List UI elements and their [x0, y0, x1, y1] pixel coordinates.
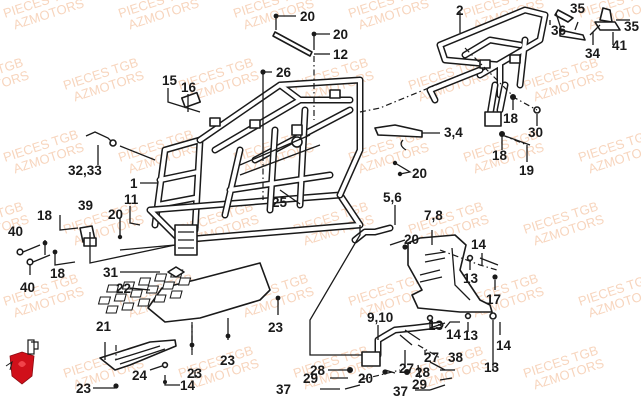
- callout-26: 26: [276, 65, 292, 80]
- callout-16: 16: [181, 80, 197, 95]
- nut-icon: [52, 249, 58, 255]
- wire-32-33: [85, 131, 114, 144]
- skid-plate-22: [97, 262, 271, 323]
- callout-36: 36: [551, 23, 567, 38]
- callout-14: 14: [180, 378, 196, 393]
- logo-shield-icon: [9, 351, 35, 385]
- nut-icon: [402, 244, 408, 250]
- callout-23: 23: [220, 353, 236, 368]
- callout-1: 1: [130, 176, 138, 191]
- guide-lines: [115, 47, 538, 381]
- callout-21: 21: [96, 319, 112, 334]
- pedal-9-10: [361, 321, 444, 367]
- callout-14: 14: [471, 237, 487, 252]
- callout-30: 30: [528, 125, 543, 140]
- nut-icon: [347, 367, 353, 373]
- callout-14: 14: [446, 327, 462, 342]
- bolt-icon: [163, 380, 167, 384]
- nut-icon: [225, 333, 231, 339]
- subframe-mount: [484, 111, 502, 127]
- callout-11: 11: [124, 192, 139, 207]
- callout-labels: 20 20 12 26 15 16 32,33 1 11 20 25 2 35 …: [8, 1, 640, 399]
- washer-icon: [426, 314, 434, 322]
- nut-icon: [492, 274, 498, 280]
- callout-9-10: 9,10: [367, 310, 393, 325]
- callout-23: 23: [268, 320, 284, 335]
- callout-27: 27: [424, 350, 439, 365]
- callout-29: 29: [303, 371, 318, 386]
- tgb-shield-logo: [5, 339, 39, 385]
- callout-40: 40: [8, 224, 23, 239]
- nut-icon: [275, 295, 281, 301]
- washer-icon: [489, 312, 497, 320]
- callout-37: 37: [393, 384, 408, 399]
- callout-23: 23: [76, 381, 92, 396]
- callout-18: 18: [37, 208, 53, 223]
- callout-28: 28: [415, 365, 431, 380]
- bar-12: [272, 31, 313, 57]
- callout-28: 28: [310, 363, 326, 378]
- pad-31: [167, 266, 185, 278]
- callout-27: 27: [399, 361, 414, 376]
- nut-icon: [42, 240, 48, 246]
- callout-14: 14: [496, 338, 512, 353]
- callout-34: 34: [585, 46, 601, 61]
- callout-39: 39: [78, 198, 93, 213]
- callout-13: 13: [484, 360, 500, 375]
- callout-13: 13: [428, 318, 444, 333]
- callout-18: 18: [492, 148, 508, 163]
- washer-icon: [466, 254, 474, 262]
- callout-20: 20: [300, 9, 315, 24]
- callout-18: 18: [50, 266, 66, 281]
- washer-icon: [464, 312, 472, 320]
- bolt-icon: [273, 13, 279, 19]
- callout-17: 17: [486, 292, 501, 307]
- callout-35: 35: [570, 1, 586, 16]
- callout-13: 13: [463, 328, 479, 343]
- callout-32-33: 32,33: [68, 163, 102, 178]
- nut-icon: [382, 369, 388, 375]
- main-frame: [146, 76, 364, 256]
- callout-25: 25: [272, 195, 288, 210]
- bolt-icon: [311, 31, 317, 37]
- callout-13: 13: [463, 271, 479, 286]
- callout-18: 18: [503, 111, 519, 126]
- callout-31: 31: [103, 265, 119, 280]
- callout-3-4: 3,4: [444, 125, 463, 140]
- callout-38: 38: [448, 350, 464, 365]
- callout-20: 20: [404, 232, 419, 247]
- bolt-head-icon: [16, 248, 24, 256]
- fender-7-8: [407, 234, 493, 313]
- skid-plate-21: [99, 339, 177, 371]
- nut-icon: [113, 383, 119, 389]
- callout-41: 41: [612, 38, 628, 53]
- washer-icon: [161, 361, 169, 369]
- callout-35: 35: [624, 19, 640, 34]
- pedal-pivot: [361, 351, 381, 367]
- nut-icon: [189, 342, 195, 348]
- callout-40: 40: [20, 280, 35, 295]
- callout-7-8: 7,8: [424, 208, 443, 223]
- callout-2: 2: [456, 3, 464, 18]
- callout-22: 22: [116, 281, 131, 296]
- fasteners: [16, 13, 498, 391]
- callout-23: 23: [187, 366, 203, 381]
- nut-icon: [260, 69, 266, 75]
- bracket-group-34-36: [554, 7, 621, 41]
- callout-5-6: 5,6: [383, 190, 402, 205]
- callout-29: 29: [412, 377, 427, 392]
- callout-20: 20: [412, 166, 427, 181]
- callout-37: 37: [276, 382, 291, 397]
- bolt-icon: [117, 234, 123, 240]
- callout-20: 20: [108, 207, 123, 222]
- callout-24: 24: [132, 368, 148, 383]
- callout-20: 20: [333, 27, 348, 42]
- callout-12: 12: [333, 47, 348, 62]
- bolt-head-icon: [26, 258, 34, 266]
- callout-19: 19: [519, 163, 534, 178]
- callout-20: 20: [358, 371, 373, 386]
- nut-icon: [404, 369, 410, 375]
- callout-15: 15: [162, 73, 178, 88]
